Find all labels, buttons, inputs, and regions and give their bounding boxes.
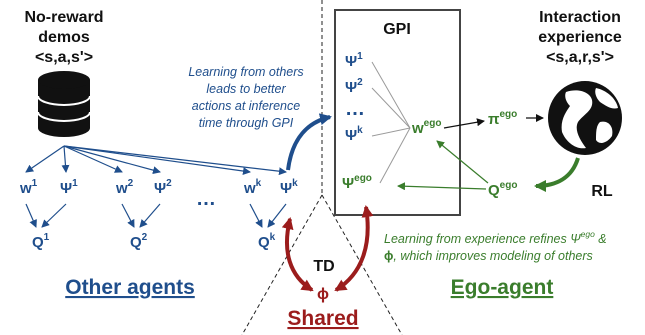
- rl-label: RL: [591, 183, 613, 200]
- ego-agent-label: Ego-agent: [451, 276, 554, 299]
- learning-from-others-note: Learning from others leads to better act…: [188, 65, 303, 130]
- demos-heading-line2: demos: [38, 29, 90, 46]
- q-row: Q1 Q2 Qk: [32, 232, 276, 251]
- gpi-ellipsis: …: [345, 98, 365, 120]
- experience-heading: Interaction experience <s,a,r,s'>: [538, 9, 622, 66]
- wk-label: wk: [243, 178, 262, 197]
- gpi-combine-lines: [371, 61, 411, 184]
- qk-label: Qk: [258, 232, 276, 251]
- svg-text:time through GPI: time through GPI: [199, 116, 294, 130]
- ellipsis-label: …: [196, 188, 216, 210]
- w-to-pi-arrow: [443, 118, 485, 129]
- gpi-title: GPI: [383, 21, 411, 38]
- shared-right-arrow: [334, 205, 374, 292]
- psik-label: Ψk: [280, 178, 298, 197]
- q-combine-arrows: [25, 203, 287, 228]
- shared-left-arrow: [281, 217, 314, 292]
- w-ego-label: wego: [411, 118, 441, 137]
- other-agents-label: Other agents: [65, 276, 195, 299]
- demos-heading-line1: No-reward: [24, 9, 103, 26]
- globe-icon: [548, 81, 622, 155]
- learning-from-experience-note: Learning from experience refines Ψego & …: [384, 229, 607, 263]
- successor-features-row: w1 Ψ1 w2 Ψ2 … wk Ψk: [19, 178, 298, 210]
- gpi-psi2: Ψ2: [345, 77, 363, 96]
- w1-label: w1: [19, 178, 38, 197]
- gpi-box: [334, 9, 461, 216]
- gpi-psi-list: Ψ1 Ψ2 … Ψk: [345, 51, 365, 144]
- svg-text:actions at inference: actions at inference: [192, 99, 300, 113]
- td-label: TD: [313, 258, 334, 275]
- demos-heading: No-reward demos <s,a,s'>: [24, 9, 103, 66]
- gpi-psik: Ψk: [345, 125, 363, 144]
- q-ego-label: Qego: [488, 180, 517, 199]
- experience-note-line2: ϕ, which improves modeling of others: [384, 249, 593, 263]
- demos-heading-line3: <s,a,s'>: [35, 49, 93, 66]
- w2-label: w2: [115, 178, 134, 197]
- psi2-label: Ψ2: [154, 178, 172, 197]
- q-to-psi-ego-arrow: [397, 182, 487, 191]
- svg-text:experience: experience: [538, 29, 622, 46]
- psi1-label: Ψ1: [60, 178, 78, 197]
- gpi-psi-ego: Ψego: [342, 173, 372, 192]
- svg-text:Learning from others: Learning from others: [188, 65, 303, 79]
- experience-note-line1: Learning from experience refines Ψego &: [384, 229, 607, 246]
- q-to-w-arrow: [436, 140, 489, 184]
- pi-ego-label: πego: [488, 109, 517, 128]
- svg-text:leads to better: leads to better: [206, 82, 286, 96]
- shared-label: Shared: [287, 307, 358, 330]
- q2-label: Q2: [130, 232, 148, 251]
- demo-fanout-arrows: [25, 145, 287, 176]
- database-icon: [37, 71, 91, 137]
- phi-label: ϕ: [317, 286, 329, 303]
- svg-text:<s,a,r,s'>: <s,a,r,s'>: [546, 49, 614, 66]
- svg-text:Interaction: Interaction: [539, 9, 621, 26]
- gpi-transfer-arrow: [286, 113, 332, 171]
- gpi-psi1: Ψ1: [345, 51, 363, 70]
- rl-arrow: [534, 157, 580, 192]
- q1-label: Q1: [32, 232, 50, 251]
